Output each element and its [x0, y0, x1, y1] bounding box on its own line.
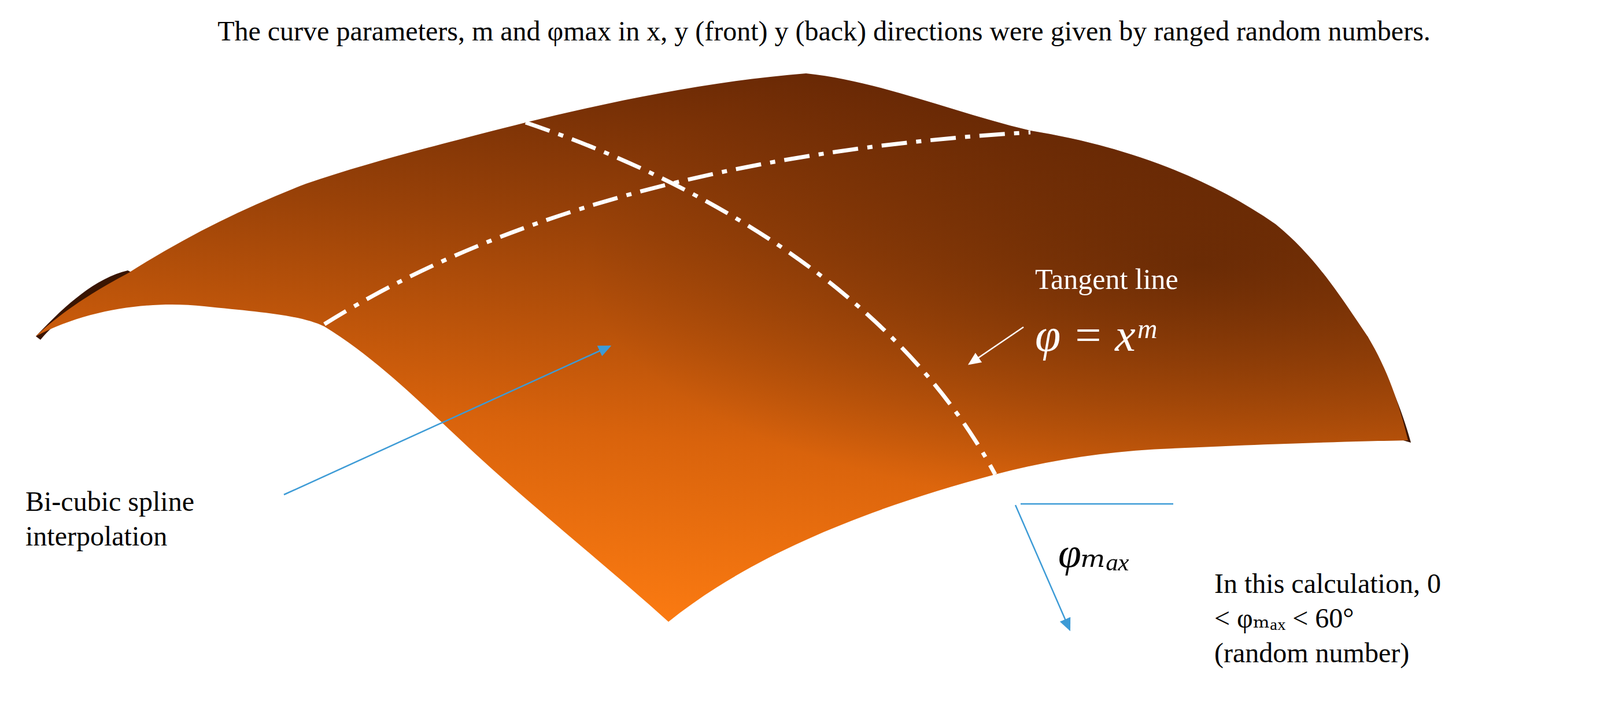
dash-dot-curve: [324, 132, 1031, 325]
equation-label: φ = xᵐ: [1035, 306, 1155, 365]
figure-title: The curve parameters, m and φmax in x, y…: [217, 13, 1431, 49]
note-label: In this calculation, 0 < φₘₐₓ < 60° (ran…: [1214, 566, 1452, 671]
leader-line: [969, 327, 1024, 365]
leader-line: [283, 346, 611, 495]
callout-label: Tangent line: [1035, 261, 1179, 298]
horizontal-reference: [1020, 503, 1174, 506]
spline-surface: [35, 73, 1409, 623]
callout-label: Bi-cubic spline interpolation: [25, 484, 234, 554]
dash-dot-curve: [525, 122, 996, 475]
angle-label: φₘₐₓ: [1058, 527, 1132, 580]
surface-shading: [35, 73, 1409, 623]
